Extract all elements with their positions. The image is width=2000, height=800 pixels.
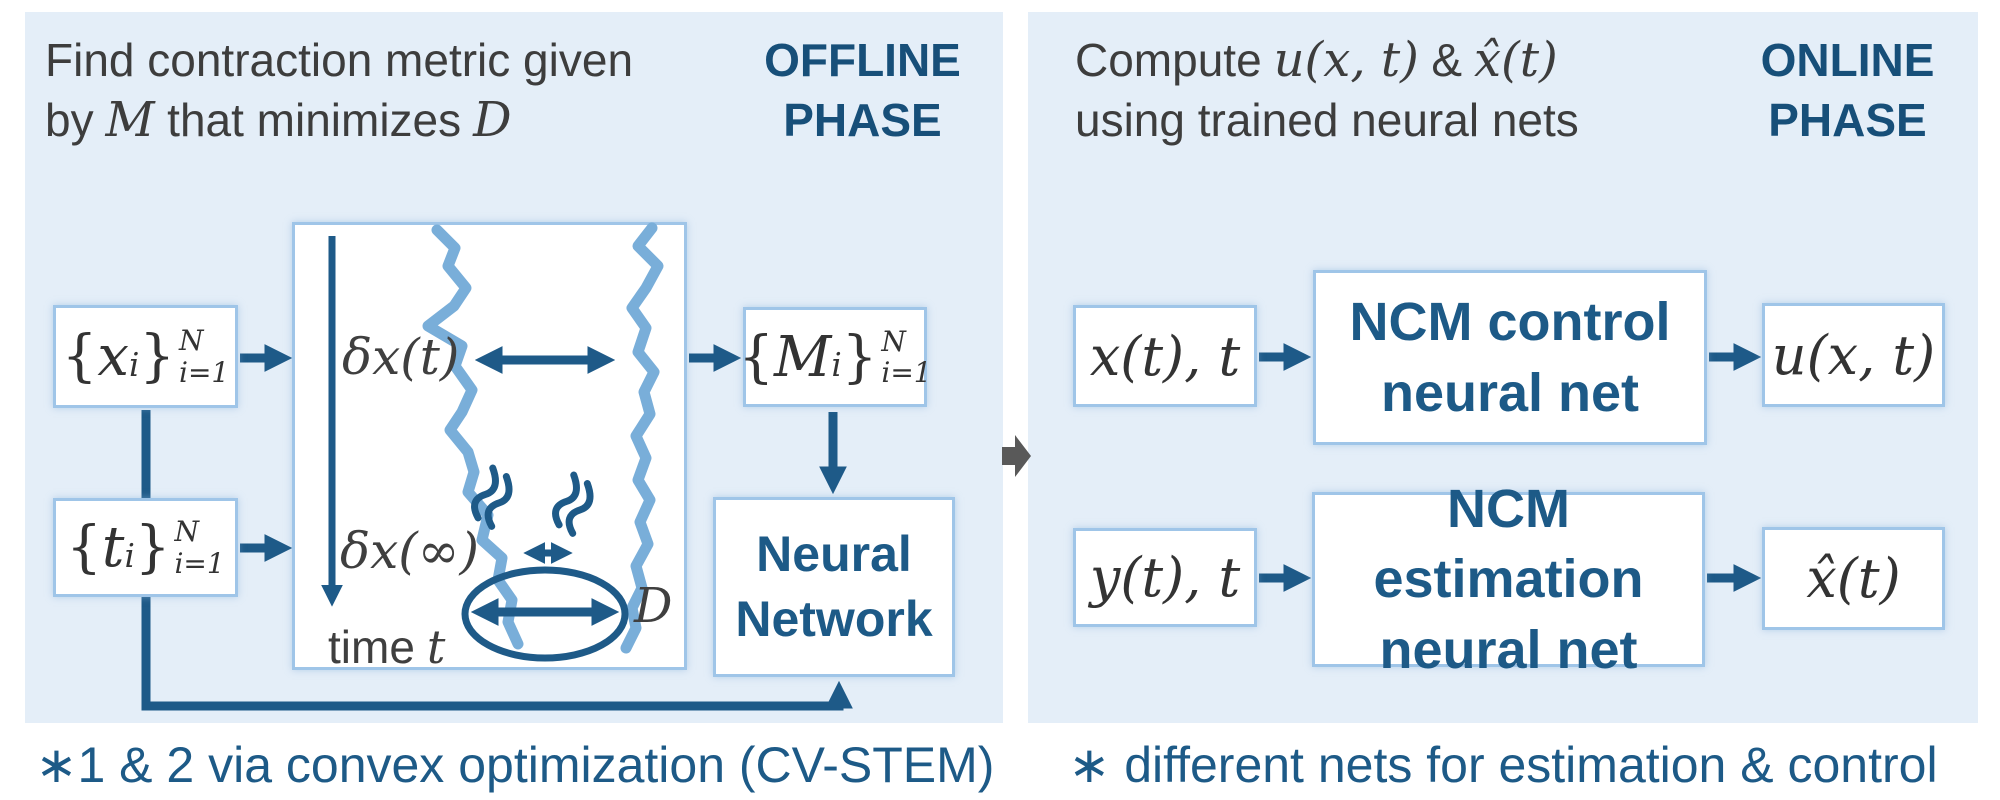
node-ncm-estimation-net: NCM estimation neural net [1312, 479, 1705, 680]
delta-x-inf-label: δx(∞) [340, 522, 479, 580]
node-output-u: u(x, t) [1762, 303, 1945, 407]
offline-caption: ∗1 & 2 via convex optimization (CV-STEM) [35, 737, 995, 793]
node-input-x: x(t), t [1073, 305, 1257, 407]
diameter-d-label: D [634, 578, 673, 634]
node-input-y: y(t), t [1073, 528, 1257, 627]
online-title-line2: using trained neural nets [1075, 94, 1579, 146]
offline-title-line1: Find contraction metric given [45, 34, 634, 86]
offline-to-online-arrow-icon [1002, 435, 1031, 477]
online-phase-label: ONLINE PHASE [1760, 34, 1935, 146]
node-ncm-control-net: NCM control neural net [1313, 270, 1707, 445]
offline-phase-label: OFFLINE PHASE [764, 34, 961, 146]
online-caption: ∗ different nets for estimation & contro… [1068, 737, 1938, 793]
node-output-xhat: x̂(t) [1762, 527, 1945, 630]
node-neural-network: Neural Network [713, 497, 955, 677]
delta-x-t-label: δx(t) [342, 328, 460, 386]
trajectory-plot [292, 222, 687, 670]
